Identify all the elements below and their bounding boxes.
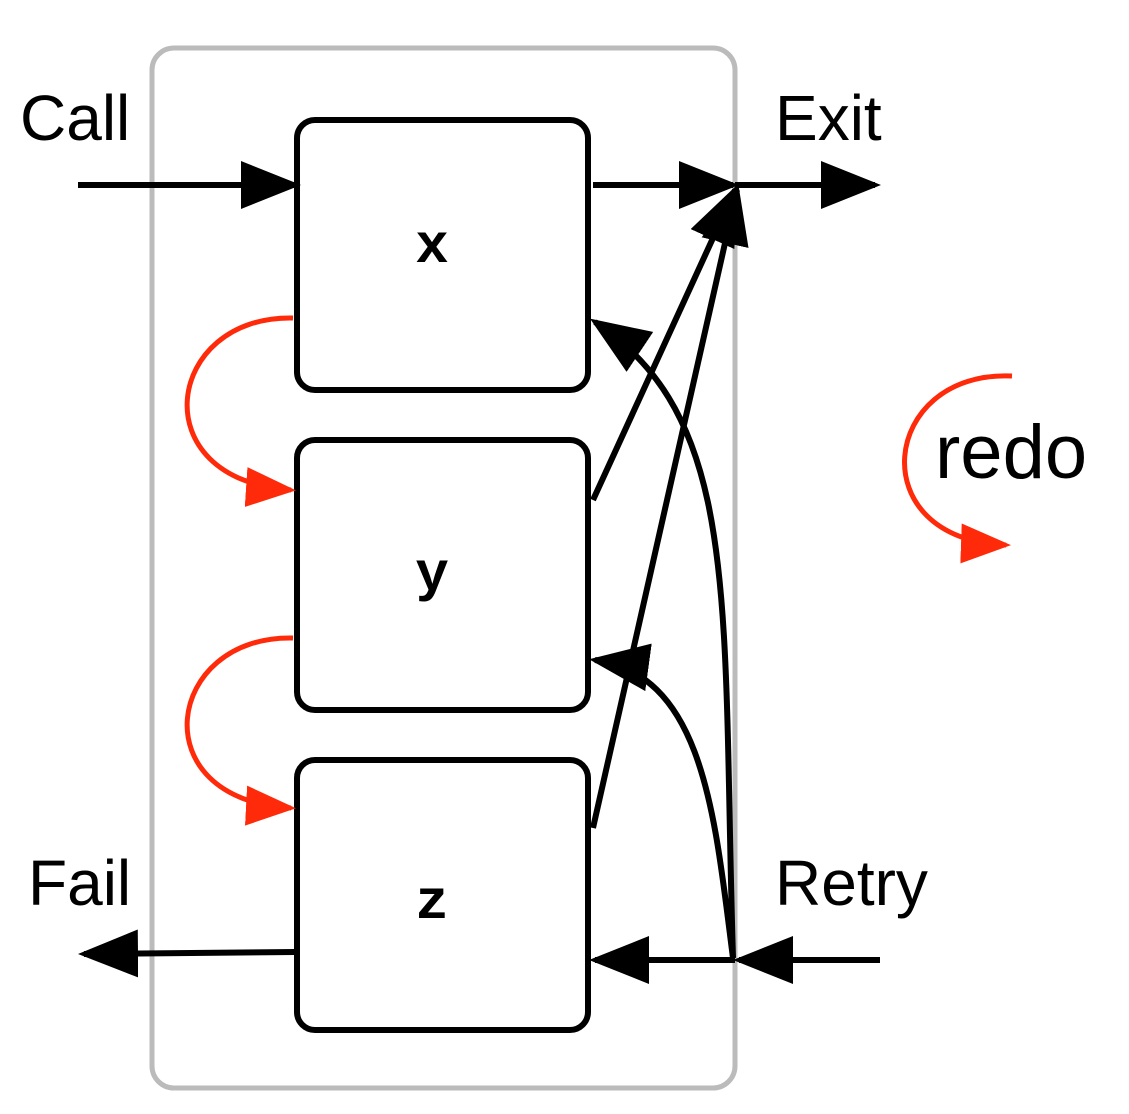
retry-y-arrow (589, 643, 736, 959)
redo-legend-label: redo (935, 410, 1087, 495)
goal-box-x (294, 117, 591, 393)
redo-x-to-y-arrow (184, 315, 296, 507)
call-label: Call (20, 82, 130, 154)
goal-label-z: z (415, 871, 449, 935)
container-box (149, 45, 738, 1091)
retry-label: Retry (775, 847, 928, 919)
retry-x-arrow (590, 318, 736, 959)
fail-label: Fail (28, 847, 131, 919)
goal-label-y: y (415, 543, 449, 607)
goal-box-y (294, 437, 591, 713)
goal-label-x: x (415, 215, 449, 279)
y-exit-arrow (590, 184, 738, 502)
z-exit-arrow (590, 184, 749, 829)
exit-label: Exit (775, 82, 882, 154)
redo-legend-arrow (902, 373, 1013, 564)
goal-box-z (294, 757, 591, 1033)
redo-y-to-z-arrow (184, 635, 296, 826)
fail-arrow (78, 929, 296, 978)
